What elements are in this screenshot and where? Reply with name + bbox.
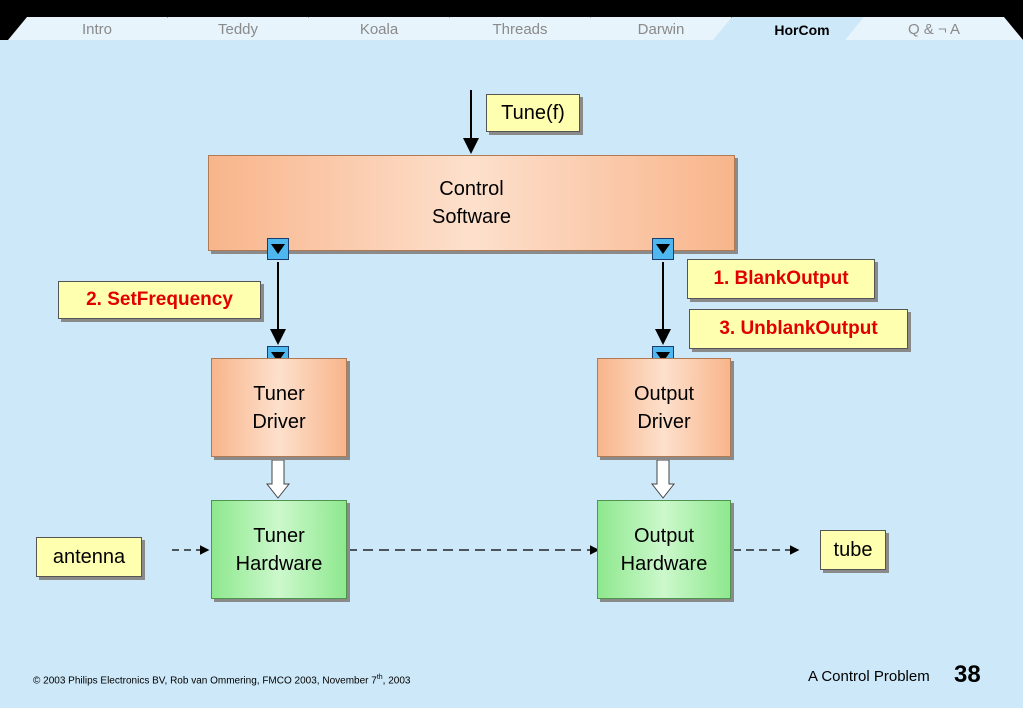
tuner-driver-label: Tuner Driver: [252, 382, 306, 433]
output-hardware-box: Output Hardware: [597, 500, 731, 599]
tab-threads-label: Threads: [492, 21, 548, 38]
tab-shape: [290, 17, 468, 40]
tab-koala-label: Koala: [359, 21, 399, 38]
tab-shape: [431, 17, 609, 40]
blank-output-text: 1. BlankOutput: [713, 268, 849, 289]
tab-darwin-label: Darwin: [637, 21, 685, 38]
tuner-driver-box: Tuner Driver: [211, 358, 347, 457]
tab-horcom[interactable]: HorCom: [713, 17, 891, 40]
tuner-hardware-label: Tuner Hardware: [235, 524, 323, 575]
blank-output-note: 1. BlankOutput: [687, 259, 875, 299]
control-software-box: Control Software: [208, 155, 735, 251]
copyright-text: © 2003 Philips Electronics BV, Rob van O…: [33, 675, 377, 687]
output-driver-label: Output Driver: [633, 382, 695, 433]
tab-darwin[interactable]: Darwin: [572, 17, 750, 40]
tab-q-not-a[interactable]: Q & ¬ A: [845, 17, 1023, 40]
tab-shape: [713, 17, 891, 40]
output-hardware-label: Output Hardware: [620, 524, 708, 575]
output-driver-to-hardware-arrow: [650, 459, 676, 499]
tab-koala[interactable]: Koala: [290, 17, 468, 40]
tab-intro-label: Intro: [81, 21, 112, 38]
output-driver-box: Output Driver: [597, 358, 731, 457]
copyright-superscript: th: [376, 674, 383, 681]
tab-bar: Intro Teddy Koala Threads Darwin HorCom …: [0, 0, 1023, 40]
unblank-output-text: 3. UnblankOutput: [719, 318, 878, 339]
tuner-hardware-box: Tuner Hardware: [211, 500, 347, 599]
tab-q-not-a-label: Q & ¬ A: [907, 21, 961, 38]
antenna-text: antenna: [52, 545, 126, 568]
tune-label-text: Tune(f): [501, 101, 565, 124]
set-frequency-text: 2. SetFrequency: [86, 289, 233, 310]
tab-shape: [149, 17, 327, 40]
tab-shape: [572, 17, 750, 40]
unblank-output-note: 3. UnblankOutput: [689, 309, 908, 349]
tab-teddy[interactable]: Teddy: [149, 17, 327, 40]
copyright-suffix: , 2003: [382, 675, 411, 687]
set-frequency-note: 2. SetFrequency: [58, 281, 261, 319]
tune-label: Tune(f): [486, 94, 580, 132]
tab-threads[interactable]: Threads: [431, 17, 609, 40]
copyright-footer: © 2003 Philips Electronics BV, Rob van O…: [33, 674, 410, 686]
tab-intro[interactable]: Intro: [8, 17, 186, 40]
slide-title: A Control Problem: [808, 668, 930, 685]
tab-teddy-label: Teddy: [217, 21, 259, 38]
control-output-port-icon: [652, 238, 674, 260]
tab-horcom-label: HorCom: [774, 22, 830, 38]
tab-shape: [845, 17, 1023, 40]
tube-text: tube: [833, 538, 873, 561]
tab-shape: [8, 17, 186, 40]
control-software-label: Control Software: [432, 178, 511, 228]
slide-number: 38: [954, 661, 981, 688]
control-tuner-port-icon: [267, 238, 289, 260]
tuner-driver-to-hardware-arrow: [265, 459, 291, 499]
antenna-note: antenna: [36, 537, 142, 577]
tube-note: tube: [820, 530, 886, 570]
